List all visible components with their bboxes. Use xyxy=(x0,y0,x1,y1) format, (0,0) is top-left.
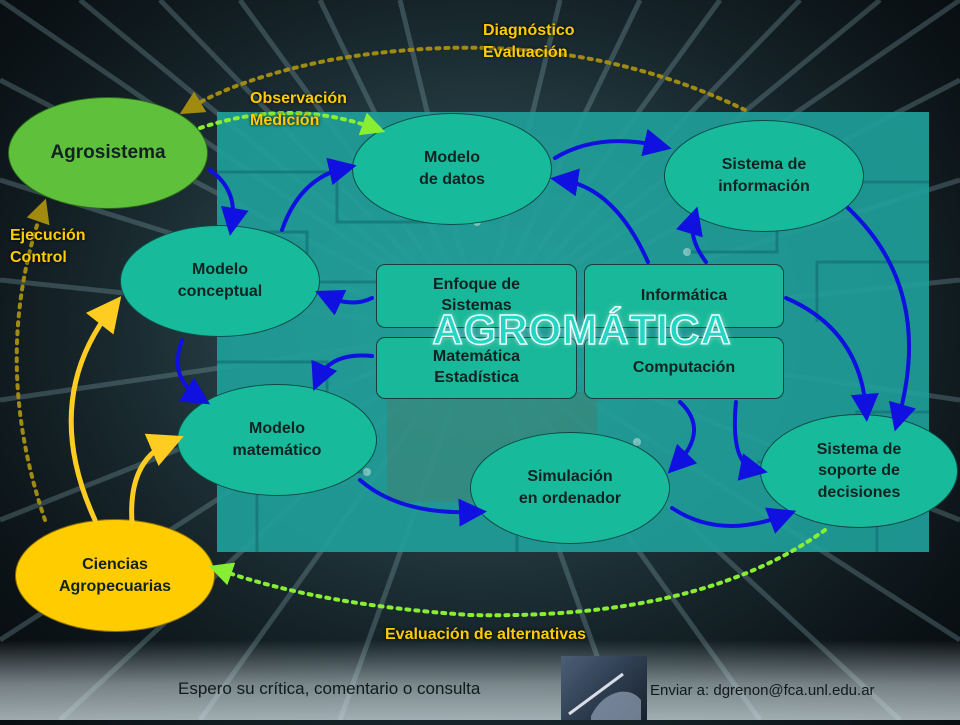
agrosistema-label: Agrosistema xyxy=(50,142,166,164)
diagnostico-line1: Diagnóstico xyxy=(483,22,575,39)
matematica-line1: Matemática xyxy=(432,348,521,366)
matematica-box: Matemática Estadística xyxy=(376,337,577,399)
observacion-line1: Observación xyxy=(250,90,347,107)
modelo-datos-node: Modelo de datos xyxy=(352,113,552,225)
enfoque-box: Enfoque de Sistemas xyxy=(376,264,577,328)
informatica-box: Informática xyxy=(584,264,784,328)
observacion-line2: Medición xyxy=(250,111,320,129)
simulacion-node: Simulación en ordenador xyxy=(470,432,670,544)
sistema-informacion-line2: información xyxy=(718,178,810,195)
computacion-label: Computación xyxy=(632,358,736,376)
sistema-soporte-line3: decisiones xyxy=(817,483,901,501)
modelo-matematico-node: Modelo matemático xyxy=(177,384,377,496)
sistema-informacion-line1: Sistema de xyxy=(721,156,807,174)
modelo-datos-line1: Modelo xyxy=(424,149,480,167)
footer-email[interactable]: Enviar a: dgrenon@fca.unl.edu.ar xyxy=(650,682,875,699)
ciencias-line2: Agropecuarias xyxy=(58,577,172,595)
sistema-soporte-line1: Sistema de xyxy=(816,440,902,458)
modelo-matematico-line2: matemático xyxy=(232,442,322,459)
simulacion-line2: en ordenador xyxy=(518,490,622,507)
matematica-line2: Estadística xyxy=(434,369,519,386)
footer-band xyxy=(0,640,960,720)
ejecucion-label: Ejecución Control xyxy=(10,225,86,268)
hand-writing-photo xyxy=(561,656,647,720)
simulacion-line1: Simulación xyxy=(527,468,613,486)
enfoque-line2: Sistemas xyxy=(441,297,512,314)
agrosistema-node: Agrosistema xyxy=(8,97,208,209)
sistema-soporte-node: Sistema de soporte de decisiones xyxy=(760,414,958,528)
diagnostico-line2: Evaluación xyxy=(483,43,568,61)
modelo-conceptual-line2: conceptual xyxy=(177,283,263,300)
evaluacion-alternativas-label: Evaluación de alternativas xyxy=(385,626,586,643)
modelo-conceptual-node: Modelo conceptual xyxy=(120,225,320,337)
sistema-soporte-line2: soporte de xyxy=(818,462,900,480)
modelo-conceptual-line1: Modelo xyxy=(192,261,248,279)
modelo-matematico-line1: Modelo xyxy=(249,420,305,438)
enfoque-line1: Enfoque de xyxy=(432,276,521,294)
ejecucion-line2: Control xyxy=(10,248,67,266)
agromatica-title: AGROMÁTICA xyxy=(432,305,732,354)
footer-message: Espero su crítica, comentario o consulta xyxy=(178,679,481,698)
diagnostico-label: Diagnóstico Evaluación xyxy=(483,20,575,63)
computacion-box: Computación xyxy=(584,337,784,399)
ciencias-node: Ciencias Agropecuarias xyxy=(15,519,215,632)
pen-icon xyxy=(568,672,641,720)
sistema-informacion-node: Sistema de información xyxy=(664,120,864,232)
ejecucion-line1: Ejecución xyxy=(10,227,86,244)
modelo-datos-line2: de datos xyxy=(419,171,485,188)
informatica-label: Informática xyxy=(640,286,728,304)
ciencias-line1: Ciencias xyxy=(82,555,148,573)
observacion-label: Observación Medición xyxy=(250,88,347,131)
